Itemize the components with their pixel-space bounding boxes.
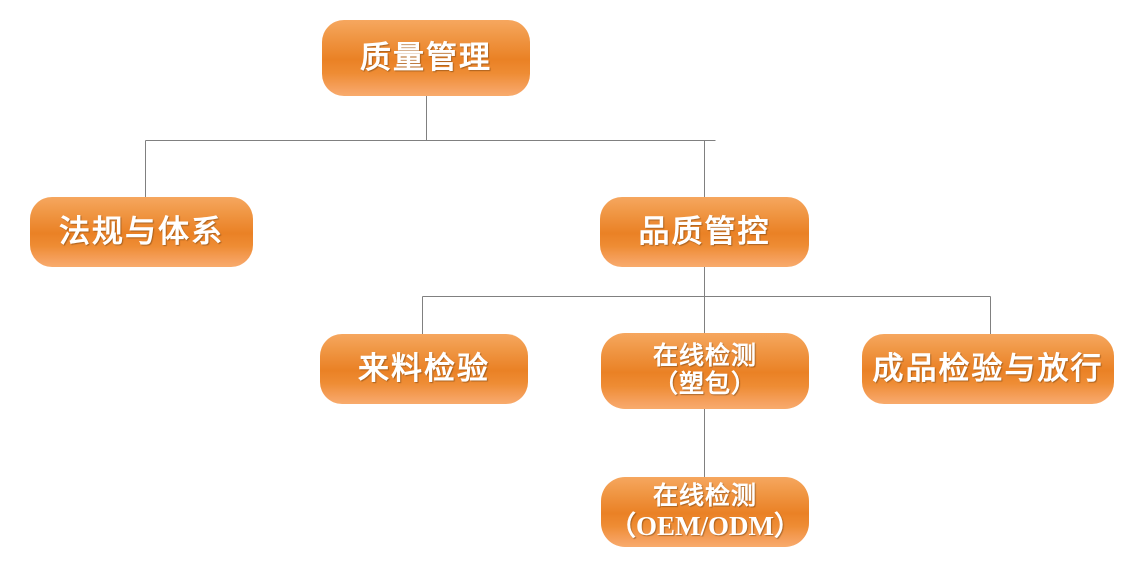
node-incoming-inspection[interactable]: 来料检验 bbox=[320, 334, 528, 404]
node-label-line2: （塑包） bbox=[652, 371, 757, 398]
node-quality-control[interactable]: 品质管控 bbox=[600, 197, 809, 267]
node-label-line1: 在线检测 bbox=[652, 343, 757, 370]
node-label-line2: （OEM/ODM） bbox=[609, 510, 801, 541]
node-finished-goods-inspection-release[interactable]: 成品检验与放行 bbox=[862, 334, 1114, 404]
node-label-line1: 在线检测 bbox=[652, 482, 757, 510]
node-label: 成品检验与放行 bbox=[872, 350, 1104, 386]
node-regulation-and-system[interactable]: 法规与体系 bbox=[30, 197, 253, 267]
node-online-inspection-package[interactable]: 在线检测 （塑包） bbox=[601, 333, 809, 409]
node-online-inspection-oem-odm[interactable]: 在线检测 （OEM/ODM） bbox=[601, 477, 809, 547]
node-label: 品质管控 bbox=[638, 213, 771, 249]
node-quality-management[interactable]: 质量管理 bbox=[322, 20, 530, 96]
node-label: 法规与体系 bbox=[59, 213, 224, 249]
node-label: 来料检验 bbox=[358, 350, 490, 386]
node-label: 质量管理 bbox=[360, 39, 492, 75]
